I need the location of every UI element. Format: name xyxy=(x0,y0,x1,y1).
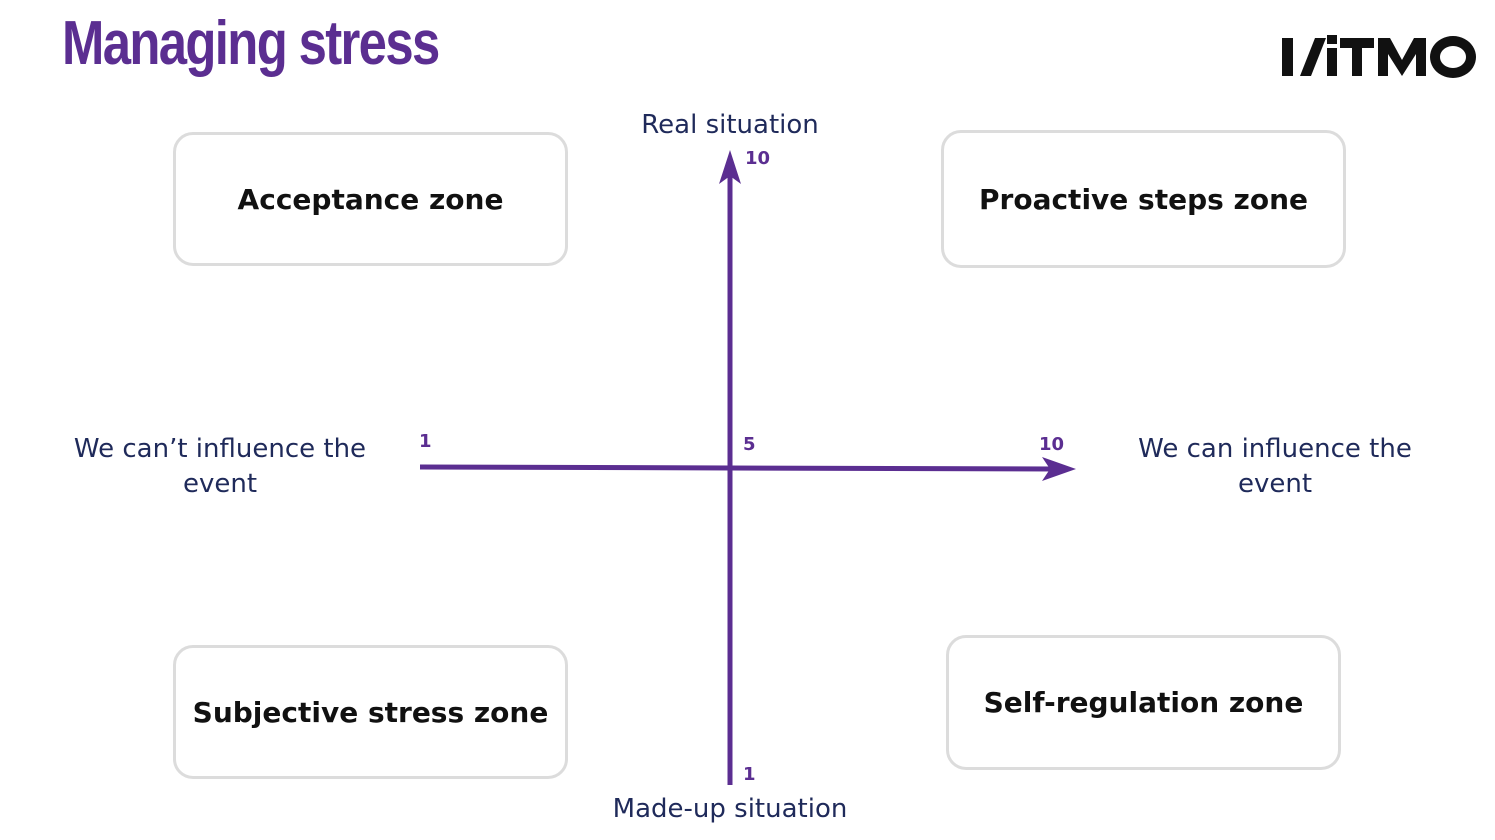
subjective-stress-zone-box: Subjective stress zone xyxy=(173,645,568,779)
proactive-steps-zone-box: Proactive steps zone xyxy=(941,130,1346,268)
vertical-axis-arrowhead xyxy=(719,150,741,184)
horizontal-axis-right-tick: 10 xyxy=(1039,434,1065,455)
vertical-axis-top-label: Real situation xyxy=(641,110,819,140)
horizontal-axis-line xyxy=(419,464,1056,472)
itmo-logo xyxy=(1282,35,1477,78)
vertical-axis-top-tick: 10 xyxy=(745,148,771,169)
page-title: Managing stress xyxy=(62,9,440,78)
proactive-steps-zone-label: Proactive steps zone xyxy=(979,182,1308,216)
horizontal-axis-arrowhead xyxy=(1042,457,1076,481)
horizontal-axis-right-label: We can influence the event xyxy=(1138,434,1412,499)
acceptance-zone-label: Acceptance zone xyxy=(237,182,504,216)
center-tick: 5 xyxy=(743,434,756,455)
self-regulation-zone-box: Self-regulation zone xyxy=(946,635,1341,770)
vertical-axis-bottom-label: Made-up situation xyxy=(612,794,848,824)
vertical-axis-bottom-tick: 1 xyxy=(743,764,756,785)
subjective-stress-zone-label: Subjective stress zone xyxy=(192,695,549,729)
acceptance-zone-box: Acceptance zone xyxy=(173,132,568,266)
horizontal-axis-left-tick: 1 xyxy=(419,431,432,452)
self-regulation-zone-label: Self-regulation zone xyxy=(983,686,1304,719)
horizontal-axis-left-label: We can’t influence the event xyxy=(73,434,367,499)
